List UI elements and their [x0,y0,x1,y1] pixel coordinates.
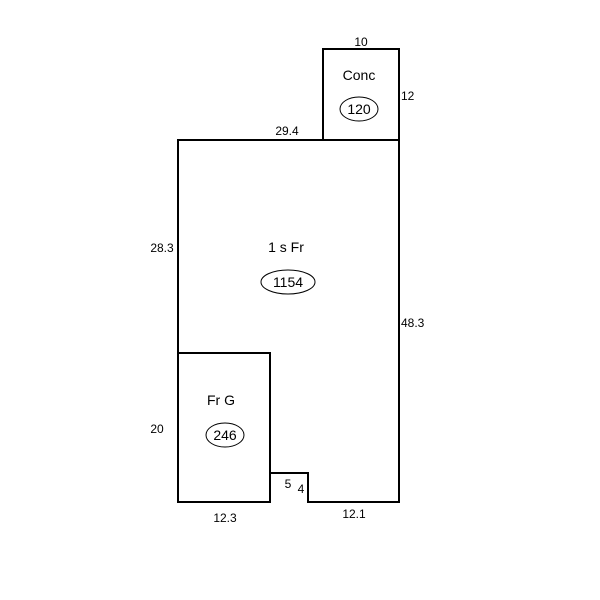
dim-notch-height: 4 [298,482,305,496]
dim-main-right: 48.3 [401,316,425,330]
garage-label: Fr G [207,392,235,408]
dim-garage-left: 20 [150,422,164,436]
garage-area-value: 246 [213,427,237,443]
main-area-label: 1 s Fr [268,239,304,255]
conc-area-ellipse [339,96,379,122]
conc-label: Conc [343,67,376,83]
dim-main-top: 29.4 [275,124,299,138]
conc-outline [322,48,400,141]
dim-main-bottom: 12.1 [342,507,366,521]
garage-outline [177,352,271,503]
dim-conc-right: 12 [401,89,415,103]
dim-conc-top: 10 [354,35,368,49]
dim-notch-width: 5 [285,477,292,491]
main-area-outline [177,139,400,503]
main-area-ellipse [260,269,316,295]
garage-area-ellipse [205,422,245,448]
main-area-value: 1154 [273,274,303,290]
conc-area-value: 120 [347,101,371,117]
dim-main-left: 28.3 [150,241,174,255]
dim-garage-bottom: 12.3 [213,511,237,525]
